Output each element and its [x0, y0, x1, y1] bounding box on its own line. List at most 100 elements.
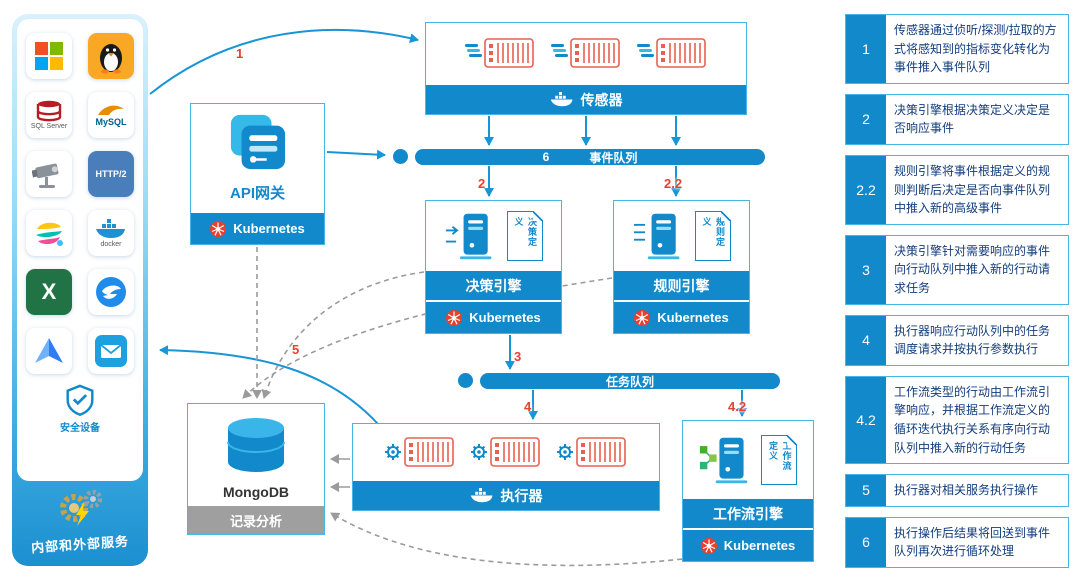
event-queue-step-number: 6: [542, 150, 550, 164]
legend-description: 决策引擎根据决策定义决定是否响应事件: [894, 102, 1051, 136]
linux-logo: [88, 33, 134, 79]
excel-logo: X: [26, 269, 72, 315]
dingtalk-wing-icon: [96, 277, 126, 307]
mysql-logo: MySQL: [88, 92, 134, 138]
kubernetes-icon: [634, 309, 651, 326]
http2-icon: HTTP/2: [88, 151, 134, 197]
node-sensor: 传感器: [425, 22, 747, 115]
node-executor: 执行器: [352, 423, 660, 511]
windows-squares: [35, 42, 63, 70]
mongodb-title: MongoDB: [222, 484, 290, 500]
rule-definition-label: 规则定义: [701, 217, 726, 247]
rule-engine-icons: 规则定义: [614, 201, 749, 271]
sql-server-logo: SQL Server: [26, 92, 72, 138]
event-queue-bar: 6 事件队列: [415, 149, 765, 165]
docker-label: docker: [100, 241, 122, 248]
service-icon-grid: SQL Server MySQL: [17, 19, 143, 374]
docker-icon: [550, 92, 572, 107]
edge-decision-to-mongodb: [261, 271, 425, 399]
event-queue-dot: [393, 149, 408, 164]
mongodb-footer-label: 记录分析: [229, 513, 282, 529]
decision-engine-title: 决策引擎: [465, 277, 522, 294]
sensor-containers: [426, 23, 746, 85]
legend-description: 执行操作后结果将回送到事件队列再次进行循环处理: [894, 525, 1051, 559]
internal-external-services-panel: SQL Server MySQL: [12, 14, 148, 566]
mysql-label: MySQL: [95, 117, 127, 127]
http2-label: HTTP/2: [95, 169, 127, 179]
step-label-5: 5: [292, 342, 300, 357]
container-gear-icon: [471, 436, 540, 467]
mongodb-icon-area: [188, 404, 324, 486]
workflow-engine-icons: 工作流定义: [683, 421, 813, 499]
decision-engine-icons: 决策定义: [426, 201, 561, 271]
legend-row-4: 4 执行器响应行动队列中的任务调度请求并按执行参数执行: [845, 314, 1069, 366]
legend-row-6: 6 执行操作后结果将回送到事件队列再次进行循环处理: [845, 516, 1069, 568]
docker-logo: docker: [88, 210, 134, 256]
services-panel-title: 内部和外部服务: [30, 533, 130, 556]
windows-logo: [26, 33, 72, 79]
elastic-logo: [26, 210, 72, 256]
mysql-dolphin-icon: [98, 105, 124, 115]
legend-number: 3: [846, 235, 886, 304]
services-gear-icon: [12, 486, 148, 528]
sql-server-icon: [36, 100, 62, 122]
legend-row-4-2: 4.2 工作流类型的行动由工作流引擎响应，并根据工作流定义的循环迭代执行关系有序…: [845, 375, 1069, 465]
decision-server-icon: [445, 213, 491, 260]
rule-engine-platform-label: Kubernetes: [657, 310, 729, 325]
node-decision-engine: 决策定义 决策引擎 Kubernetes: [425, 200, 562, 334]
legend-description: 执行器对相关服务执行操作: [894, 483, 1039, 498]
workflow-engine-title-bar: 工作流引擎: [683, 499, 813, 528]
excel-x-glyph: X: [41, 279, 57, 304]
api-gateway-title: API网关: [229, 185, 285, 202]
workflow-engine-title: 工作流引擎: [713, 505, 783, 522]
legend-row-2-2: 2.2 规则引擎将事件根据定义的规则判断后决定是否向事件队列中推入新的高级事件: [845, 155, 1069, 225]
envelope-icon: [95, 335, 127, 367]
decision-engine-platform-label: Kubernetes: [469, 310, 541, 325]
dingtalk-logo: [88, 269, 134, 315]
step-label-2: 2: [478, 176, 486, 191]
decision-definition-label: 决策定义: [513, 217, 538, 247]
shield-check-icon: [66, 384, 94, 416]
node-rule-engine: 规则定义 规则引擎 Kubernetes: [613, 200, 750, 334]
api-gateway-platform-label: Kubernetes: [233, 221, 305, 236]
executor-title-bar: 执行器: [353, 481, 659, 510]
decision-engine-title-bar: 决策引擎: [426, 271, 561, 300]
security-device-icon: 安全设备: [17, 384, 143, 434]
task-queue-dot: [458, 373, 473, 388]
rule-server-icon: [633, 213, 679, 260]
step-label-1: 1: [236, 46, 244, 61]
step-label-4: 4: [524, 399, 532, 414]
legend-number: 6: [846, 517, 886, 567]
legend-description: 决策引擎针对需要响应的事件向行动队列中推入新的行动请求任务: [894, 243, 1051, 295]
event-queue-title: 事件队列: [589, 150, 638, 165]
sensor-title: 传感器: [580, 91, 623, 108]
workflow-engine-platform-label: Kubernetes: [723, 538, 796, 553]
node-mongodb: MongoDB 记录分析: [187, 403, 325, 535]
container-icon: [637, 38, 706, 68]
legend-number: 1: [846, 15, 886, 83]
services-panel-inner: SQL Server MySQL: [17, 19, 143, 481]
task-queue-title: 任务队列: [605, 374, 654, 389]
mongodb-footer-bar: 记录分析: [188, 506, 324, 534]
sensor-title-bar: 传感器: [426, 85, 746, 114]
legend-number: 2: [846, 94, 886, 144]
legend-row-1: 1 传感器通过侦听/探测/拉取的方式将感知到的指标变化转化为事件推入事件队列: [845, 14, 1069, 84]
rule-engine-title: 规则引擎: [653, 277, 710, 294]
legend-number: 4: [846, 315, 886, 365]
legend-number: 5: [846, 475, 886, 506]
legend-row-2: 2 决策引擎根据决策定义决定是否响应事件: [845, 93, 1069, 145]
gateway-icon: [230, 114, 285, 170]
step-label-4-2: 4.2: [728, 399, 747, 414]
edge-workflow-to-mongodb: [330, 512, 701, 567]
workflow-server-icon: [699, 437, 748, 484]
kubernetes-icon: [210, 220, 227, 237]
docker-icon: [470, 488, 492, 503]
legend-description: 工作流类型的行动由工作流引擎响应，并根据工作流定义的循环迭代执行关系有序向行动队…: [894, 384, 1051, 455]
step-legend: 1 传感器通过侦听/探测/拉取的方式将感知到的指标变化转化为事件推入事件队列 2…: [845, 14, 1069, 568]
edge-api-to-event-queue: [326, 149, 386, 160]
workflow-definition-doc: 工作流定义: [761, 435, 797, 485]
executor-containers: [353, 424, 659, 481]
legend-number: 2.2: [846, 156, 886, 224]
container-icon: [551, 38, 620, 68]
mail-icon: [88, 328, 134, 374]
